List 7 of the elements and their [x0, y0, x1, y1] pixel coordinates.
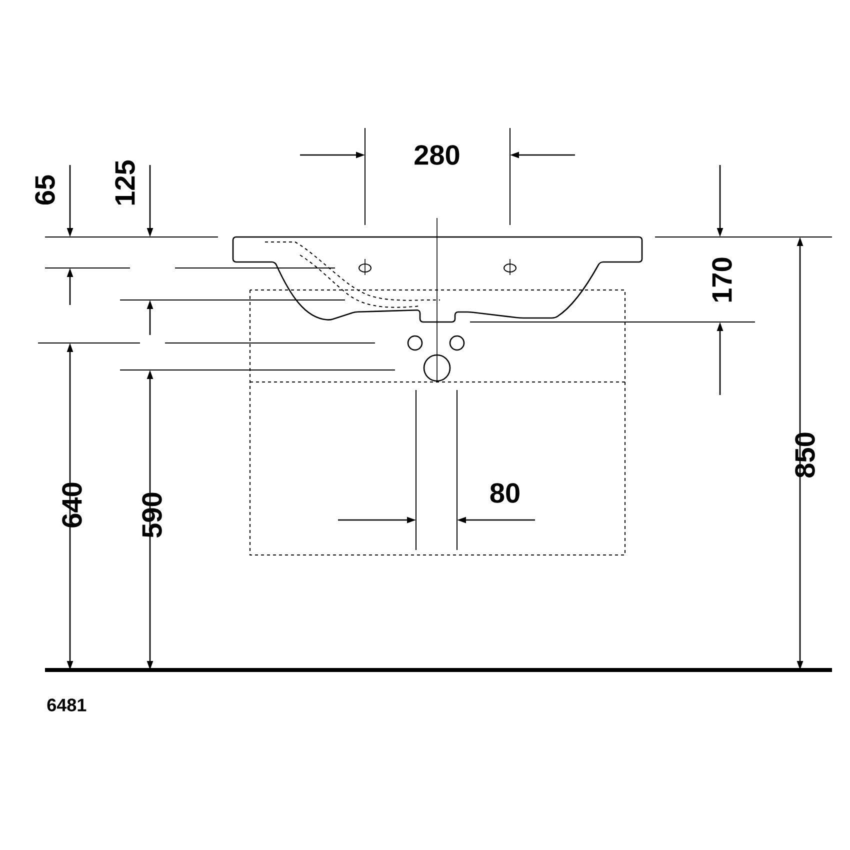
dimension-label: 65: [35, 175, 55, 205]
dimension-label: 125: [115, 160, 135, 205]
dimension-label: 80: [490, 483, 520, 503]
dimension-label: 170: [712, 258, 732, 302]
drawing-number: 6481: [47, 698, 86, 712]
dimension-label: 850: [795, 432, 815, 478]
dimension-label: 280: [414, 145, 460, 165]
